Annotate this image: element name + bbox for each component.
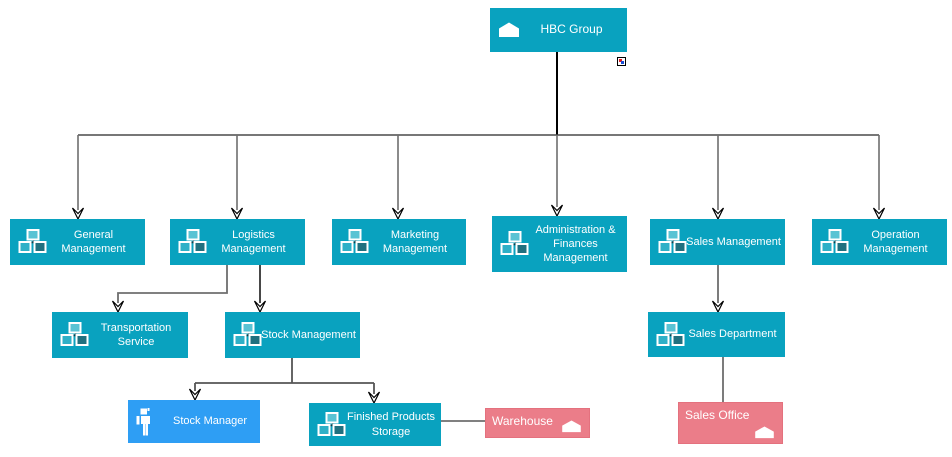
org-chart-icon	[820, 229, 850, 255]
person-icon	[136, 407, 153, 436]
org-node-logistics-management[interactable]: Logistics Management	[170, 219, 305, 265]
org-node-stock-management[interactable]: Stock Management	[225, 312, 360, 358]
node-label: Logistics Management	[221, 228, 286, 255]
node-label: Sales Management	[686, 235, 781, 248]
org-chart-icon	[60, 322, 90, 348]
org-node-sales-management[interactable]: Sales Management	[650, 219, 785, 265]
org-chart-icon	[18, 229, 48, 255]
node-label: Administration & Finances Management	[535, 223, 616, 265]
node-label: Transportation Service	[100, 321, 172, 348]
org-node-finished-products-storage[interactable]: Finished Products Storage	[309, 403, 441, 446]
node-label: Operation Management	[863, 228, 928, 255]
org-node-administration-finances-management[interactable]: Administration & Finances Management	[492, 216, 627, 272]
node-label: Stock Manager	[173, 415, 247, 428]
org-node-hbc-group[interactable]: HBC Group	[490, 8, 627, 52]
org-node-transportation-service[interactable]: Transportation Service	[52, 312, 188, 358]
org-chart-icon	[233, 322, 263, 348]
org-node-warehouse[interactable]: Warehouse	[485, 408, 590, 438]
house-icon	[754, 426, 775, 439]
node-label: Sales Office	[685, 408, 750, 422]
node-label: Marketing Management	[382, 228, 448, 255]
node-label: Stock Management	[261, 328, 356, 341]
org-node-sales-office[interactable]: Sales Office	[678, 402, 783, 444]
edge-stock-children	[194, 358, 375, 394]
org-chart-icon	[178, 229, 208, 255]
org-node-operation-management[interactable]: Operation Management	[812, 219, 947, 265]
org-node-general-management[interactable]: General Management	[10, 219, 145, 265]
org-chart-icon	[500, 231, 530, 257]
broken-image-icon	[617, 57, 626, 66]
node-label: Warehouse	[492, 414, 553, 428]
org-chart-icon	[340, 229, 370, 255]
org-node-marketing-management[interactable]: Marketing Management	[332, 219, 466, 265]
node-label: HBC Group	[540, 22, 603, 37]
org-node-sales-department[interactable]: Sales Department	[648, 312, 785, 357]
org-chart-icon	[656, 321, 686, 348]
house-icon	[498, 22, 520, 38]
org-chart-icon	[658, 229, 688, 255]
edge-logistics-transportation	[117, 265, 228, 303]
node-label: Sales Department	[688, 328, 777, 341]
node-label: Finished Products Storage	[346, 411, 436, 438]
node-label: General Management	[61, 228, 126, 255]
arrowheads	[71, 204, 886, 405]
org-chart-icon	[317, 411, 347, 438]
org-node-stock-manager[interactable]: Stock Manager	[128, 400, 260, 443]
house-icon	[561, 420, 582, 433]
